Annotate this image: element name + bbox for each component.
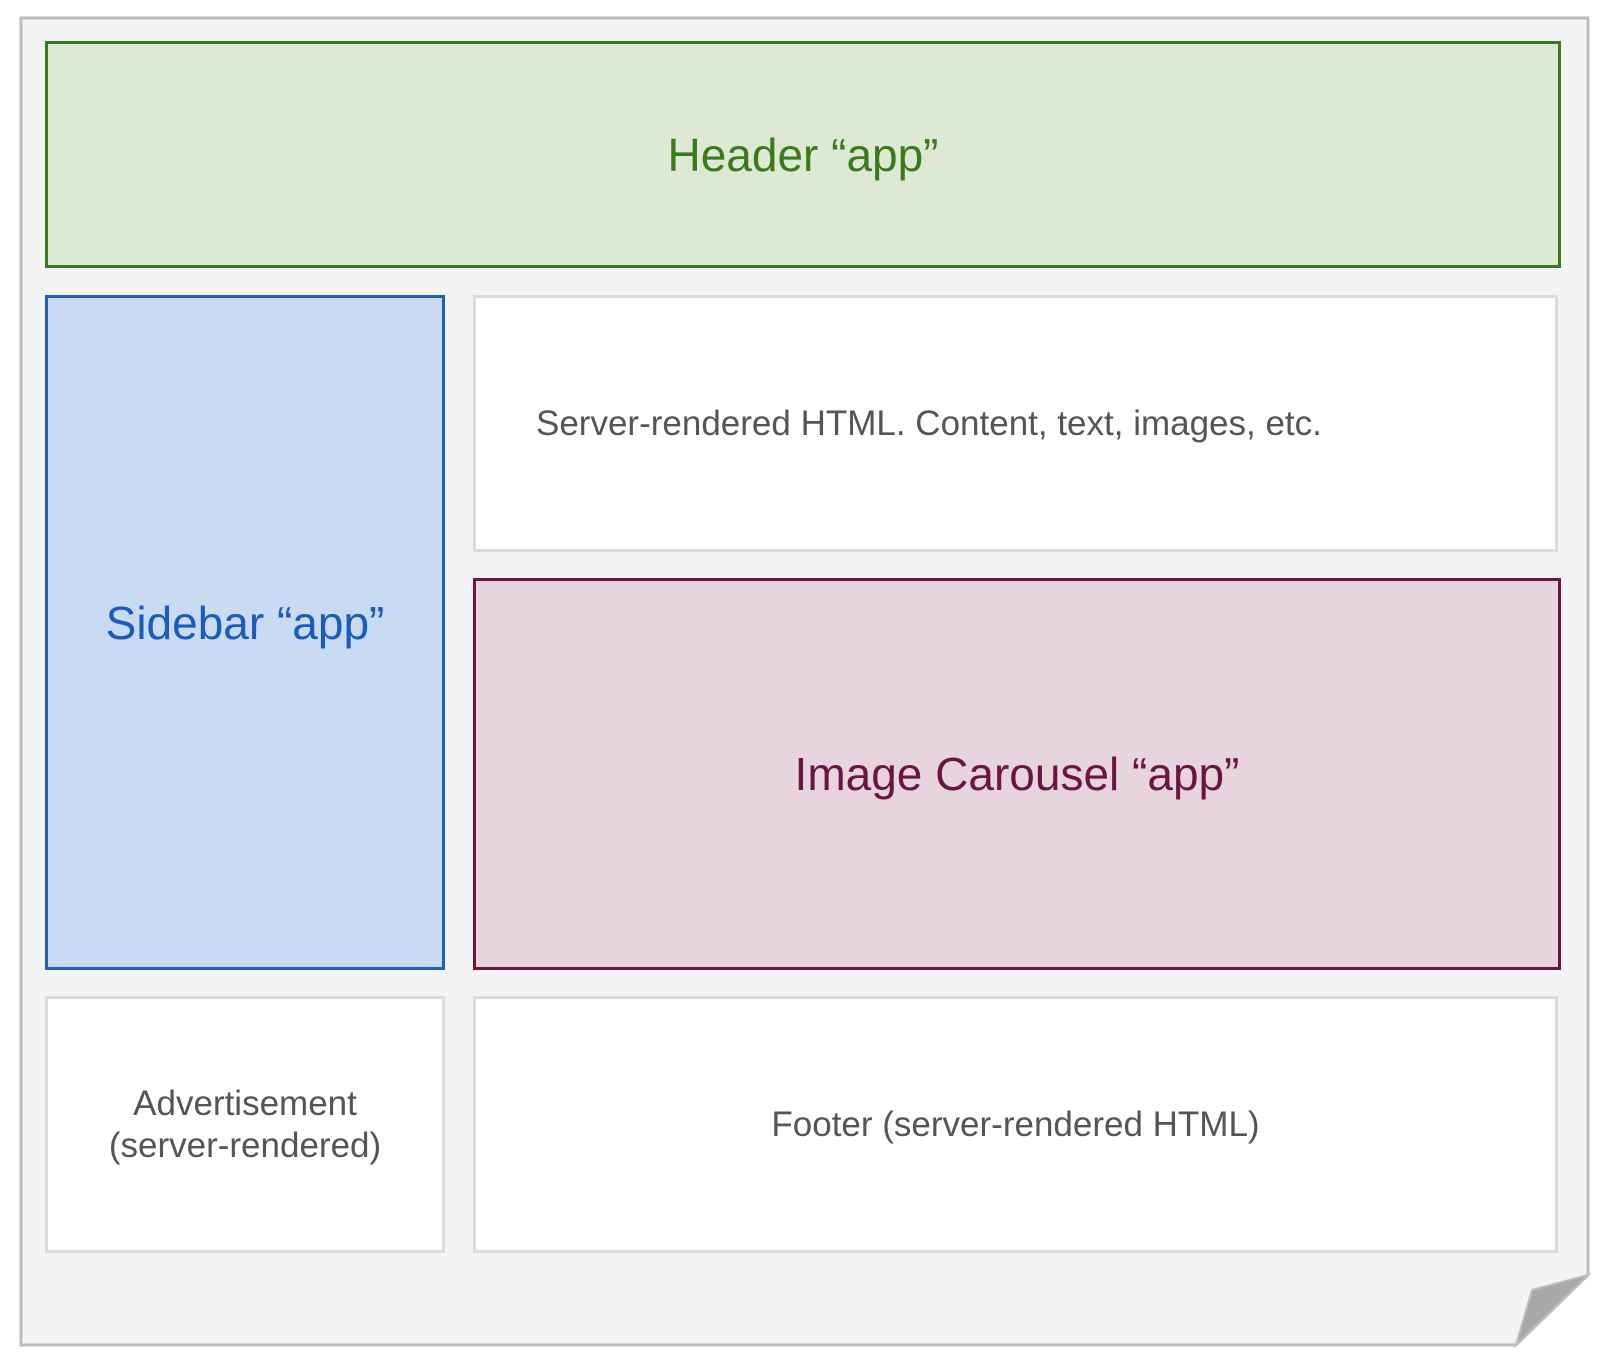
footer-box: Footer (server-rendered HTML)	[473, 996, 1558, 1253]
advertisement-label: Advertisement (server-rendered)	[108, 1083, 382, 1165]
footer-label: Footer (server-rendered HTML)	[771, 1104, 1260, 1144]
page-curl-fold	[1513, 1273, 1592, 1349]
header-app-label: Header “app”	[667, 128, 939, 181]
sidebar-app-box: Sidebar “app”	[45, 295, 445, 970]
server-rendered-content-box: Server-rendered HTML. Content, text, ima…	[473, 295, 1558, 552]
sidebar-app-label: Sidebar “app”	[105, 596, 385, 649]
advertisement-box: Advertisement (server-rendered)	[45, 996, 445, 1253]
header-app-box: Header “app”	[45, 41, 1561, 268]
image-carousel-app-box: Image Carousel “app”	[473, 578, 1561, 970]
image-carousel-app-label: Image Carousel “app”	[794, 748, 1240, 800]
server-rendered-content-label: Server-rendered HTML. Content, text, ima…	[536, 403, 1322, 443]
